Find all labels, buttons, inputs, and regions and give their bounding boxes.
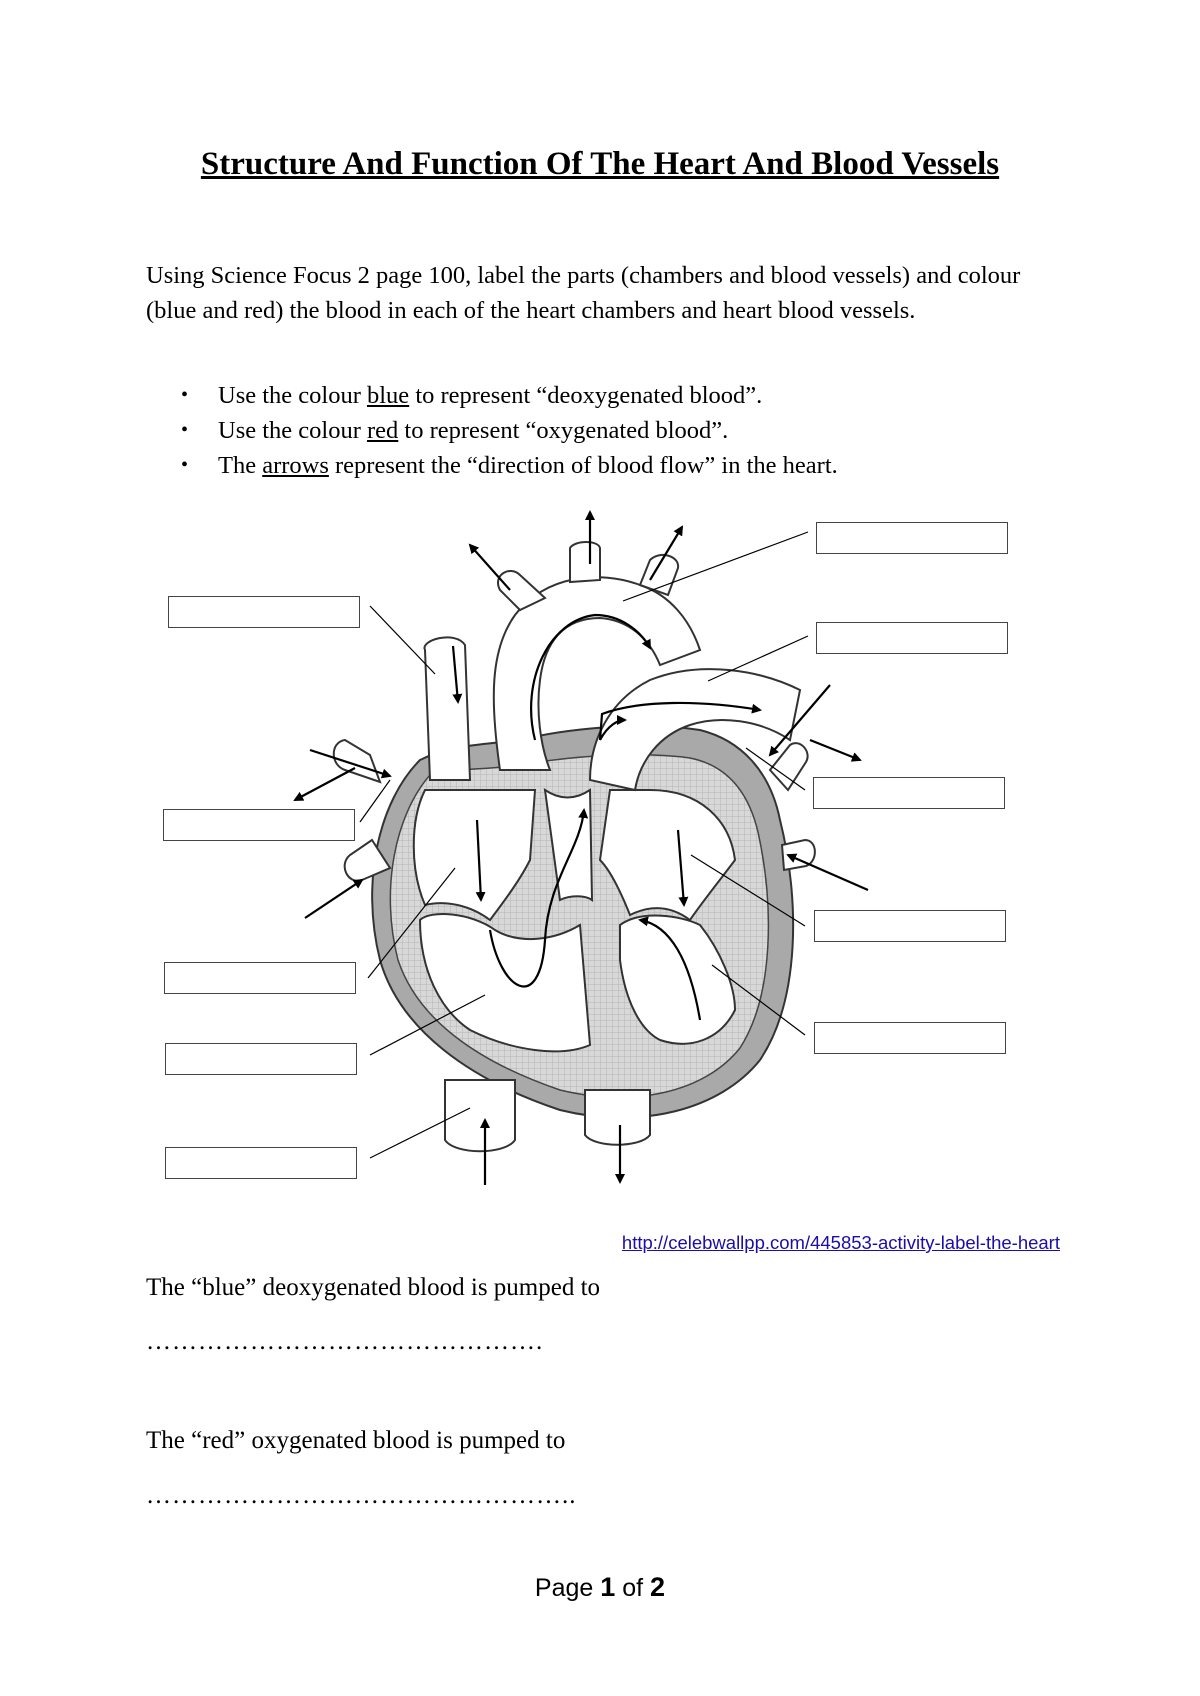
left-ventricle	[619, 914, 737, 1045]
pulmonary-vein-left-upper	[332, 738, 382, 784]
right-atrium	[412, 789, 537, 922]
question-blue: The “blue” deoxygenated blood is pumped …	[146, 1274, 601, 1301]
descending-aorta	[584, 1089, 651, 1146]
label-box-9[interactable]	[814, 910, 1006, 942]
pulmonary-vein-right-upper	[768, 742, 809, 792]
label-box-8[interactable]	[813, 777, 1005, 809]
label-box-3[interactable]	[164, 962, 356, 994]
label-leader-lines	[359, 531, 809, 1159]
aorta-branch-2	[569, 541, 601, 584]
blood-flow-arrows	[293, 510, 869, 1185]
label-box-6[interactable]	[816, 522, 1008, 554]
current-page-number: 1	[600, 1572, 616, 1602]
label-box-7[interactable]	[816, 622, 1008, 654]
bullet-red: •Use the colour red to represent “oxygen…	[146, 413, 838, 448]
label-box-5[interactable]	[165, 1147, 357, 1179]
question-red: The “red” oxygenated blood is pumped to	[146, 1427, 566, 1454]
label-box-2[interactable]	[163, 809, 355, 841]
bullet-dot-icon: •	[181, 454, 189, 476]
label-box-1[interactable]	[168, 596, 360, 628]
aorta-branch-1	[497, 570, 547, 612]
pulmonary-artery	[588, 668, 802, 792]
keyword-blue: blue	[367, 382, 410, 409]
bullet-arrows: •The arrows represent the “direction of …	[146, 448, 838, 483]
right-ventricle	[418, 913, 592, 1053]
total-page-number: 2	[650, 1572, 666, 1602]
answer-blank-blue[interactable]: ……………………………………….	[146, 1328, 544, 1355]
source-link[interactable]: http://celebwallpp.com/445853-activity-l…	[621, 1232, 1060, 1253]
keyword-arrows: arrows	[262, 452, 329, 479]
bullet-dot-icon: •	[181, 419, 189, 441]
bullet-blue: •Use the colour blue to represent “deoxy…	[146, 378, 838, 413]
instruction-bullets: •Use the colour blue to represent “deoxy…	[146, 378, 838, 483]
page-footer: Page 1 of 2	[534, 1572, 666, 1602]
aortic-arch	[492, 576, 702, 771]
page-title: Structure And Function Of The Heart And …	[200, 146, 1000, 182]
label-box-10[interactable]	[814, 1022, 1006, 1054]
label-box-4[interactable]	[165, 1043, 357, 1075]
keyword-red: red	[367, 417, 399, 444]
superior-vena-cava	[423, 636, 472, 781]
answer-blank-red[interactable]: …………………………………………..	[146, 1482, 577, 1509]
instructions-paragraph: Using Science Focus 2 page 100, label th…	[146, 262, 1021, 324]
aorta-branch-3	[638, 553, 680, 597]
bullet-dot-icon: •	[181, 384, 189, 406]
